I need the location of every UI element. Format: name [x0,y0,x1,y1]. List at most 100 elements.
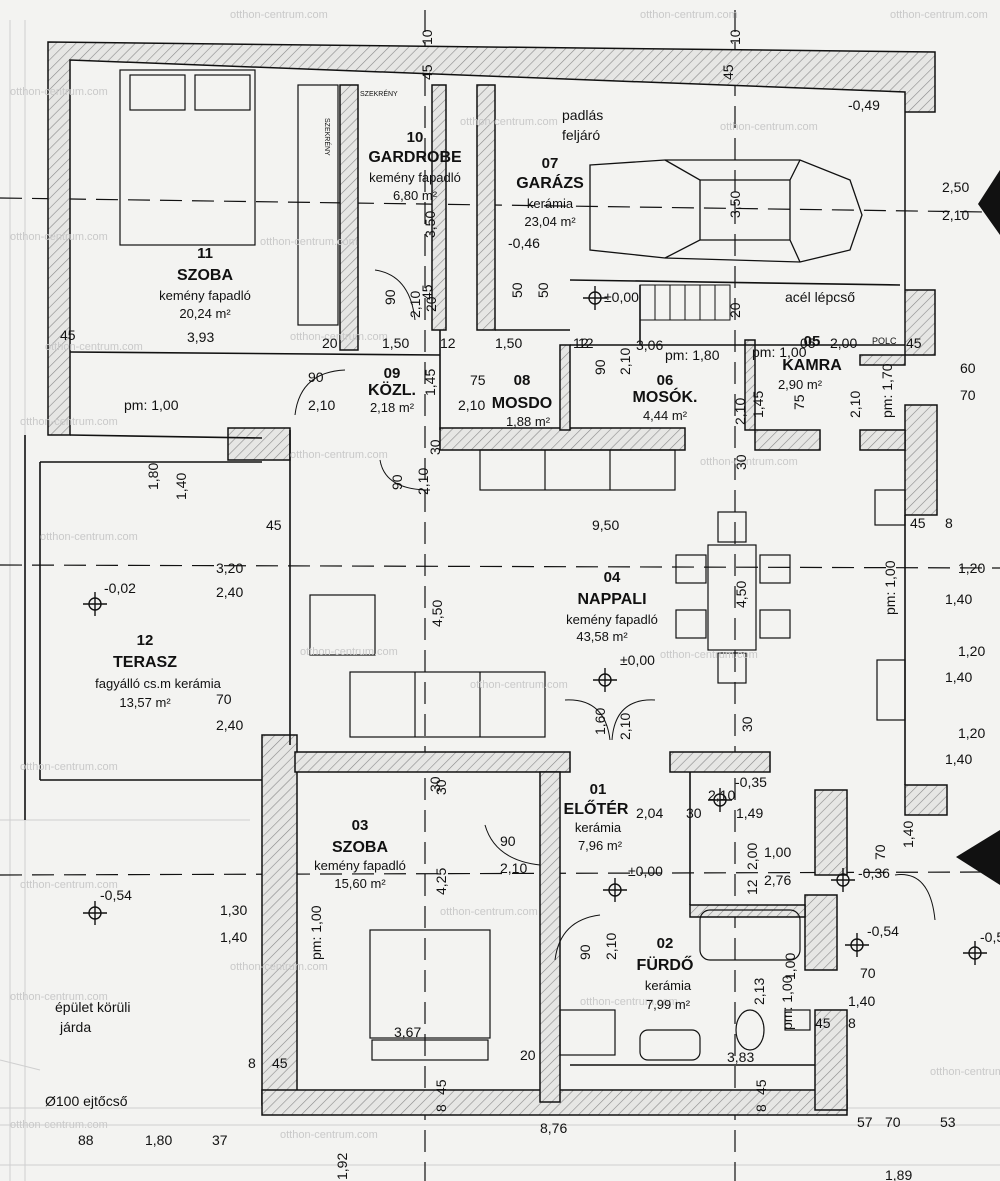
notes: padlás feljáró acél lépcső POLC SZEKRÉNY… [45,89,897,1109]
svg-text:2,50: 2,50 [942,179,969,195]
dimension-values: 3,93 3,50 3,50 90 2,10 20 50 50 1,50 12 … [60,29,985,1181]
svg-text:otthon-centrum.com: otthon-centrum.com [10,86,108,98]
svg-text:2,10: 2,10 [708,787,735,803]
svg-text:45: 45 [906,335,922,351]
svg-text:épület körüli: épület körüli [55,999,131,1015]
svg-text:75: 75 [470,372,486,388]
svg-text:8: 8 [945,515,953,531]
svg-text:1,00: 1,00 [764,844,791,860]
svg-text:90: 90 [592,359,608,375]
room12-area: 13,57 m² [119,695,171,710]
svg-text:90: 90 [389,474,405,490]
svg-text:1,30: 1,30 [220,902,247,918]
room01-floor: kerámia [575,820,622,835]
svg-text:3,83: 3,83 [727,1049,754,1065]
svg-text:3,93: 3,93 [187,329,214,345]
room07-number: 07 [542,155,559,172]
svg-text:-0,35: -0,35 [735,774,767,790]
svg-text:járda: járda [59,1019,91,1035]
svg-text:1,40: 1,40 [945,751,972,767]
kitchen-counter [479,449,676,491]
svg-text:20: 20 [423,296,439,312]
svg-text:otthon-centrum.com: otthon-centrum.com [660,649,758,661]
svg-text:1,20: 1,20 [958,725,985,741]
room07-area: 23,04 m² [524,214,576,229]
room09-number: 09 [384,365,401,382]
svg-text:45: 45 [266,517,282,533]
svg-text:1,20: 1,20 [958,560,985,576]
svg-text:45: 45 [815,1015,831,1031]
svg-text:2,40: 2,40 [216,584,243,600]
svg-text:12: 12 [573,335,589,351]
car-outline [589,159,863,263]
svg-text:30: 30 [433,779,449,795]
svg-text:-0,36: -0,36 [858,865,890,881]
room04-area: 43,58 m² [576,629,628,644]
svg-text:45: 45 [910,515,926,531]
room10-floor: kemény fapadló [369,170,461,185]
svg-text:2,13: 2,13 [751,978,767,1005]
svg-text:1,80: 1,80 [145,463,161,490]
svg-text:1,40: 1,40 [945,591,972,607]
bed-room03 [369,929,491,1039]
svg-text:1,92: 1,92 [334,1153,350,1180]
walls [47,41,948,1116]
svg-text:-0,49: -0,49 [848,97,880,113]
svg-text:acél lépcső: acél lépcső [785,289,855,305]
svg-text:pm: 1,70: pm: 1,70 [879,363,895,418]
svg-text:Ø100 ejtőcső: Ø100 ejtőcső [45,1093,128,1109]
svg-text:12: 12 [578,335,594,351]
svg-text:20: 20 [322,335,338,351]
svg-text:-0,46: -0,46 [508,235,540,251]
room08-name: MOSDO [492,395,552,412]
room07-name: GARÁZS [516,173,584,192]
svg-text:4,50: 4,50 [733,581,749,608]
svg-text:30: 30 [733,454,749,470]
svg-text:2,40: 2,40 [216,717,243,733]
svg-text:±0,00: ±0,00 [628,863,663,879]
sofa [349,671,546,738]
stove [874,489,906,526]
svg-text:30: 30 [427,439,443,455]
room03-number: 03 [352,817,369,834]
svg-text:2,76: 2,76 [764,872,791,888]
svg-text:SZEKRÉNY: SZEKRÉNY [323,118,332,156]
svg-text:otthon-centrum.com: otthon-centrum.com [260,236,358,248]
interior-lines [24,279,906,1066]
room11-floor: kemény fapadló [159,288,251,303]
svg-text:2,00: 2,00 [830,335,857,351]
svg-text:otthon-centrum.com: otthon-centrum.com [700,456,798,468]
svg-text:otthon-centrum.com: otthon-centrum.com [580,996,678,1008]
svg-text:pm: 1,80: pm: 1,80 [665,347,720,363]
room10-number: 10 [407,129,424,146]
level-values: -0,49 -0,46 ±0,00 -0,02 ±0,00 -0,35 ±0,0… [100,97,1000,945]
svg-text:2,10: 2,10 [308,397,335,413]
svg-text:pm: 1,00: pm: 1,00 [779,975,795,1030]
room11-name: SZOBA [177,267,233,284]
svg-text:57: 57 [857,1114,873,1130]
room09-name: KÖZL. [368,380,416,399]
svg-text:8: 8 [848,1015,856,1031]
steel-stair [639,284,731,321]
svg-text:2,10: 2,10 [732,398,748,425]
svg-text:60: 60 [960,360,976,376]
svg-text:1,20: 1,20 [958,643,985,659]
svg-text:1,40: 1,40 [173,473,189,500]
room12-number: 12 [137,632,154,649]
svg-text:2,00: 2,00 [744,843,760,870]
room03-area: 15,60 m² [334,876,386,891]
armchair [309,594,376,656]
svg-text:POLC: POLC [872,336,897,346]
svg-text:37: 37 [212,1132,228,1148]
room02-name: FÜRDŐ [637,955,694,974]
svg-text:2,10: 2,10 [617,713,633,740]
room05-area: 2,90 m² [778,377,823,392]
room12-floor: fagyálló cs.m kerámia [95,676,221,691]
room05-number: 05 [804,333,821,350]
svg-text:05: 05 [800,335,816,351]
door-swings [294,269,936,961]
svg-text:3,06: 3,06 [636,337,663,353]
svg-text:otthon-centrum.com: otthon-centrum.com [280,1129,378,1141]
svg-text:otthon-centrum.com: otthon-centrum.com [20,879,118,891]
room02-number: 02 [657,935,674,952]
